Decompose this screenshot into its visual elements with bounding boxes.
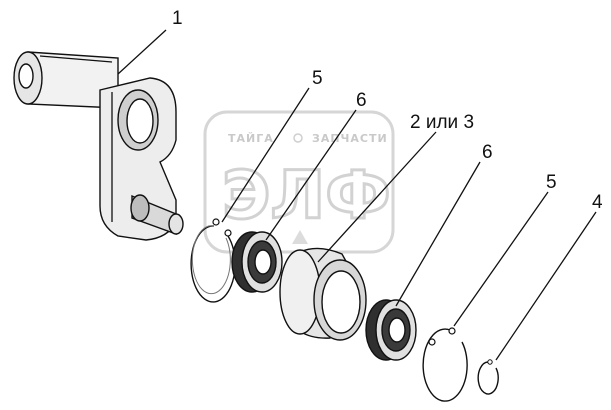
label-4: 4: [592, 192, 603, 213]
watermark: ТАЙГА ЗАПЧАСТИ ЭЛФ: [203, 110, 395, 254]
callout-labels: 1 5 6 2 или 3 6 5 4: [172, 8, 603, 213]
watermark-text-right: ЗАПЧАСТИ: [312, 132, 388, 145]
leader-line-4: [495, 211, 597, 361]
leader-line-1: [117, 29, 167, 75]
bearing-part-6-right: [365, 299, 417, 361]
label-1: 1: [172, 8, 183, 29]
roller-part-2-or-3: [279, 247, 367, 341]
leader-line-6-top: [265, 109, 357, 241]
label-2-or-3: 2 или 3: [410, 112, 474, 133]
label-6-top: 6: [356, 90, 367, 111]
leader-line-2-or-3: [317, 131, 437, 263]
snap-ring-part-5-left: [190, 218, 236, 303]
label-6-right: 6: [482, 142, 493, 163]
label-5-top: 5: [312, 68, 323, 89]
snap-ring-part-5-right: [422, 327, 468, 402]
watermark-text-left: ТАЙГА: [228, 132, 274, 145]
lever-part-1: [13, 51, 184, 241]
retaining-ring-part-4: [477, 359, 499, 395]
leader-line-5-top: [221, 87, 310, 223]
watermark-big-text: ЭЛФ: [222, 157, 391, 234]
label-5-right: 5: [546, 172, 557, 193]
watermark-emblem: [292, 230, 308, 244]
leader-lines: [117, 29, 597, 361]
bearing-part-6-left: [231, 231, 283, 293]
leader-line-6-right: [395, 161, 481, 307]
leader-line-5-right: [453, 191, 549, 327]
